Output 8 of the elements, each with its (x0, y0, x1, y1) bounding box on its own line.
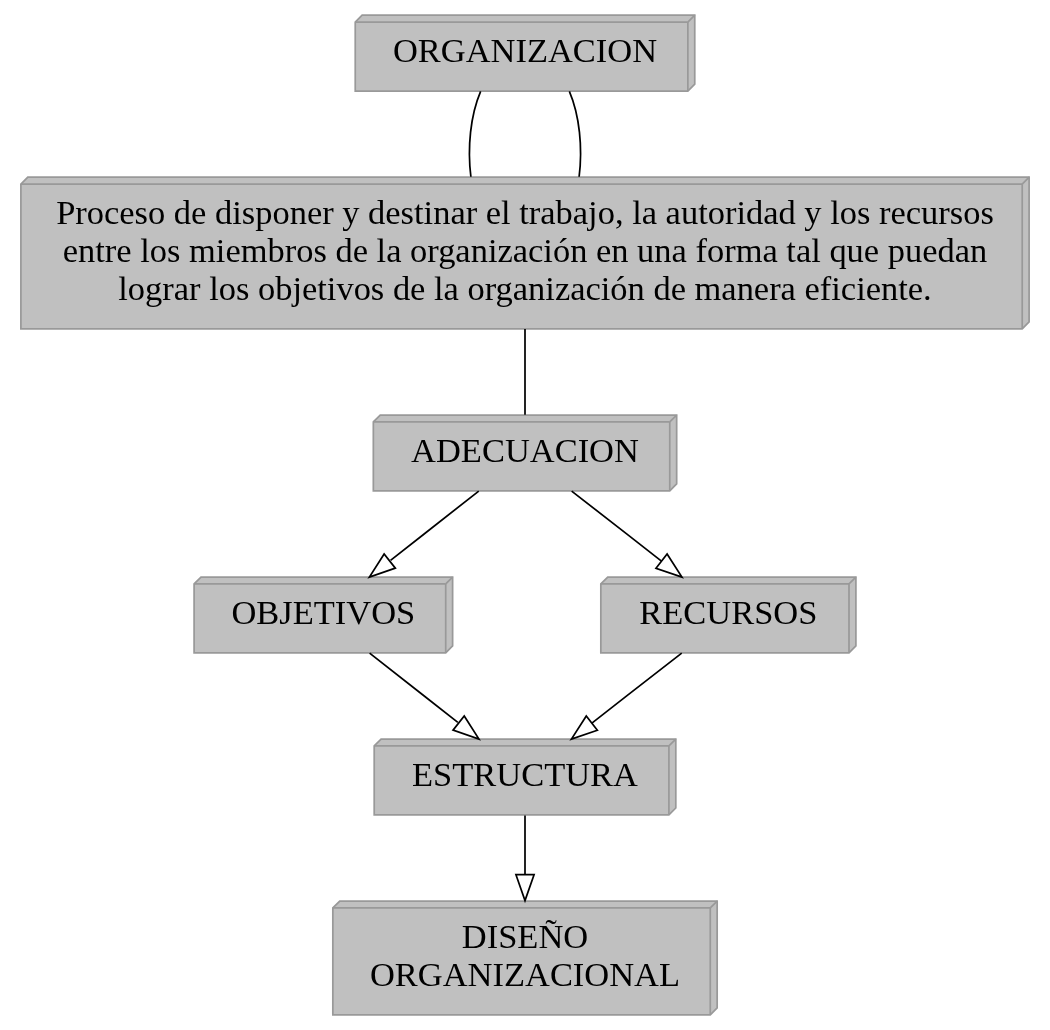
connector (568, 90, 582, 178)
arrow (569, 652, 683, 741)
connector (468, 90, 482, 178)
arrow (368, 652, 481, 741)
arrow (367, 490, 480, 579)
arrow (514, 814, 536, 904)
connector (524, 328, 526, 416)
arrow (570, 490, 684, 579)
